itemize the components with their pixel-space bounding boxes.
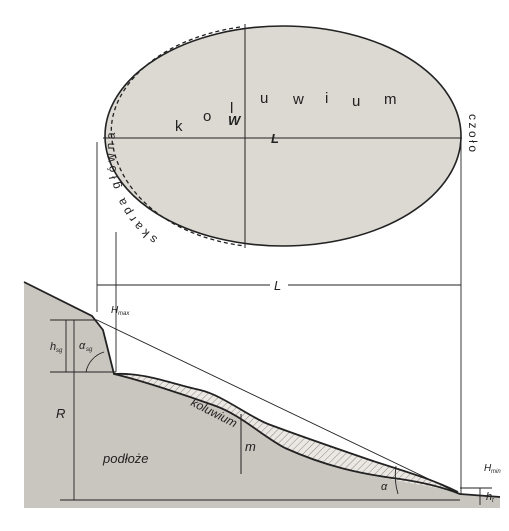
koluwium-letter: i (325, 90, 328, 107)
koluwium-letter: u (260, 90, 268, 107)
toe-label: czoło (466, 114, 480, 155)
alpha-sg-sub: sg (86, 347, 93, 353)
koluwium-letter: m (384, 91, 397, 108)
alpha-label: α (381, 481, 388, 493)
ht-label: h (486, 491, 492, 503)
r-label: R (56, 406, 65, 421)
hmax-sub: max (118, 311, 130, 317)
length-label-plan: L (271, 131, 279, 146)
alpha-sg-label: α (79, 340, 86, 352)
hsg-sub: sg (56, 348, 63, 354)
cross-section: L H max h sg α sg R koluwium podłoże m α (23, 278, 501, 508)
hmin-label: H (484, 463, 492, 474)
hmin-sub: min (491, 469, 501, 475)
alpha-arc (394, 465, 399, 495)
koluwium-letter: k (175, 118, 183, 135)
hmax-label: H (111, 305, 119, 316)
plan-view: k o l u w i u m W L skarpa główna czoło (103, 24, 480, 248)
alpha-sg-arc (85, 351, 105, 373)
width-label: W (228, 113, 242, 128)
ground-body (24, 282, 500, 508)
bedrock-label: podłoże (102, 451, 149, 466)
landslide-outline (104, 25, 462, 247)
section-length-label: L (274, 278, 281, 293)
colluvium-surface (113, 372, 459, 493)
colluvium-hatch (114, 373, 458, 492)
main-scarp-dashed-line (110, 26, 246, 247)
koluwium-letter: u (352, 93, 360, 110)
hsg-label: h (50, 341, 56, 353)
koluwium-letter: w (292, 91, 304, 108)
slip-surface (23, 281, 501, 498)
ht-sub: t (492, 498, 494, 504)
projection-lines (96, 140, 462, 500)
koluwium-letter: o (203, 108, 211, 125)
m-label: m (245, 439, 256, 454)
koluwium-letter: l (230, 100, 233, 117)
crown-toe-line (96, 319, 461, 495)
